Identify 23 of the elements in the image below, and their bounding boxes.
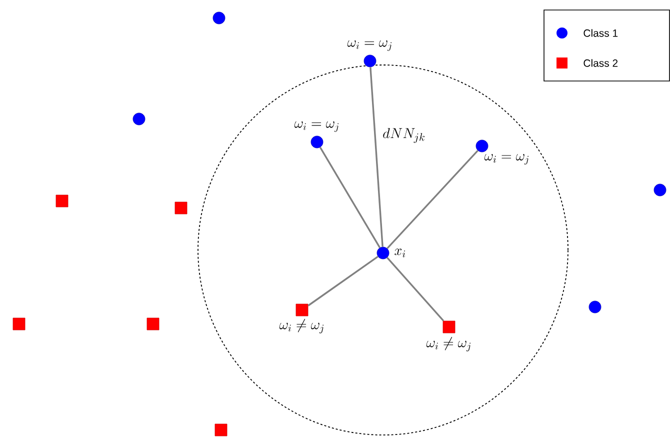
data-point-square — [12, 318, 26, 330]
point-label: $x_i$ — [394, 248, 406, 258]
point-label: $\omega_i\neq\omega_j$ — [426, 336, 471, 352]
legend-label: Class 2 — [584, 59, 618, 67]
data-point-dot — [212, 12, 226, 24]
connector-line — [308, 256, 378, 306]
data-point-square — [56, 194, 68, 208]
connector-line — [386, 257, 444, 322]
connector-line — [319, 146, 381, 248]
data-point-dot — [132, 112, 146, 126]
point-label: $\omega_i\neq\omega_j$ — [279, 318, 324, 334]
connector-line — [370, 67, 384, 247]
point-label: $\omega_i=\omega_j$ — [484, 154, 529, 165]
legend-label: Class 1 — [584, 29, 618, 37]
edge-label: $dNN_{jk}$ — [383, 128, 424, 143]
point-label: $\omega_i=\omega_j$ — [294, 121, 339, 132]
point-label: $\omega_i=\omega_j$ — [347, 40, 392, 51]
data-point-dot — [654, 184, 666, 196]
data-point-square — [214, 424, 228, 436]
data-point-square — [146, 318, 160, 330]
data-point-square — [174, 202, 188, 214]
data-point-dot — [588, 300, 602, 314]
connector-line — [386, 150, 478, 250]
